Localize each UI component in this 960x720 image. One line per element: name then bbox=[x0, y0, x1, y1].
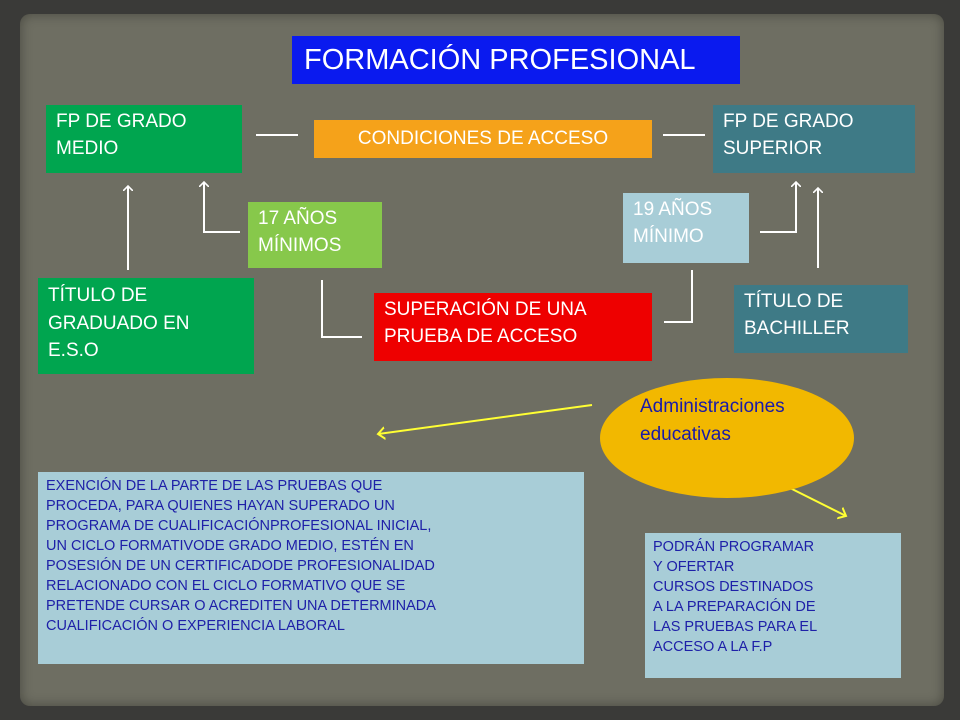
note-cursos: PODRÁN PROGRAMAR Y OFERTAR CURSOS DESTIN… bbox=[645, 533, 901, 678]
node-fp-grado-medio: FP DE GRADO MEDIO bbox=[46, 105, 242, 173]
node-edad-19: 19 AÑOS MÍNIMO bbox=[623, 193, 749, 263]
note-exencion: EXENCIÓN DE LA PARTE DE LAS PRUEBAS QUE … bbox=[38, 472, 584, 664]
node-titulo-bachiller: TÍTULO DE BACHILLER bbox=[734, 285, 908, 353]
arrow-19-to-superior bbox=[760, 182, 796, 233]
connector-17-prueba bbox=[321, 280, 362, 338]
node-administraciones-ellipse bbox=[600, 378, 854, 498]
node-prueba-acceso: SUPERACIÓN DE UNA PRUEBA DE ACCESO bbox=[374, 293, 652, 361]
arrow-17-to-medio bbox=[204, 182, 240, 233]
arrow-admin-to-cursos bbox=[789, 487, 846, 516]
arrow-admin-to-exencion bbox=[378, 404, 593, 434]
node-condiciones-acceso: CONDICIONES DE ACCESO bbox=[314, 120, 652, 158]
page-title: FORMACIÓN PROFESIONAL bbox=[292, 36, 740, 84]
node-edad-17: 17 AÑOS MÍNIMOS bbox=[248, 202, 382, 268]
connector-19-prueba bbox=[664, 270, 693, 323]
node-administraciones-label: Administraciones educativas bbox=[640, 396, 785, 445]
node-fp-grado-superior: FP DE GRADO SUPERIOR bbox=[713, 105, 915, 173]
node-titulo-eso: TÍTULO DE GRADUADO EN E.S.O bbox=[38, 278, 254, 374]
